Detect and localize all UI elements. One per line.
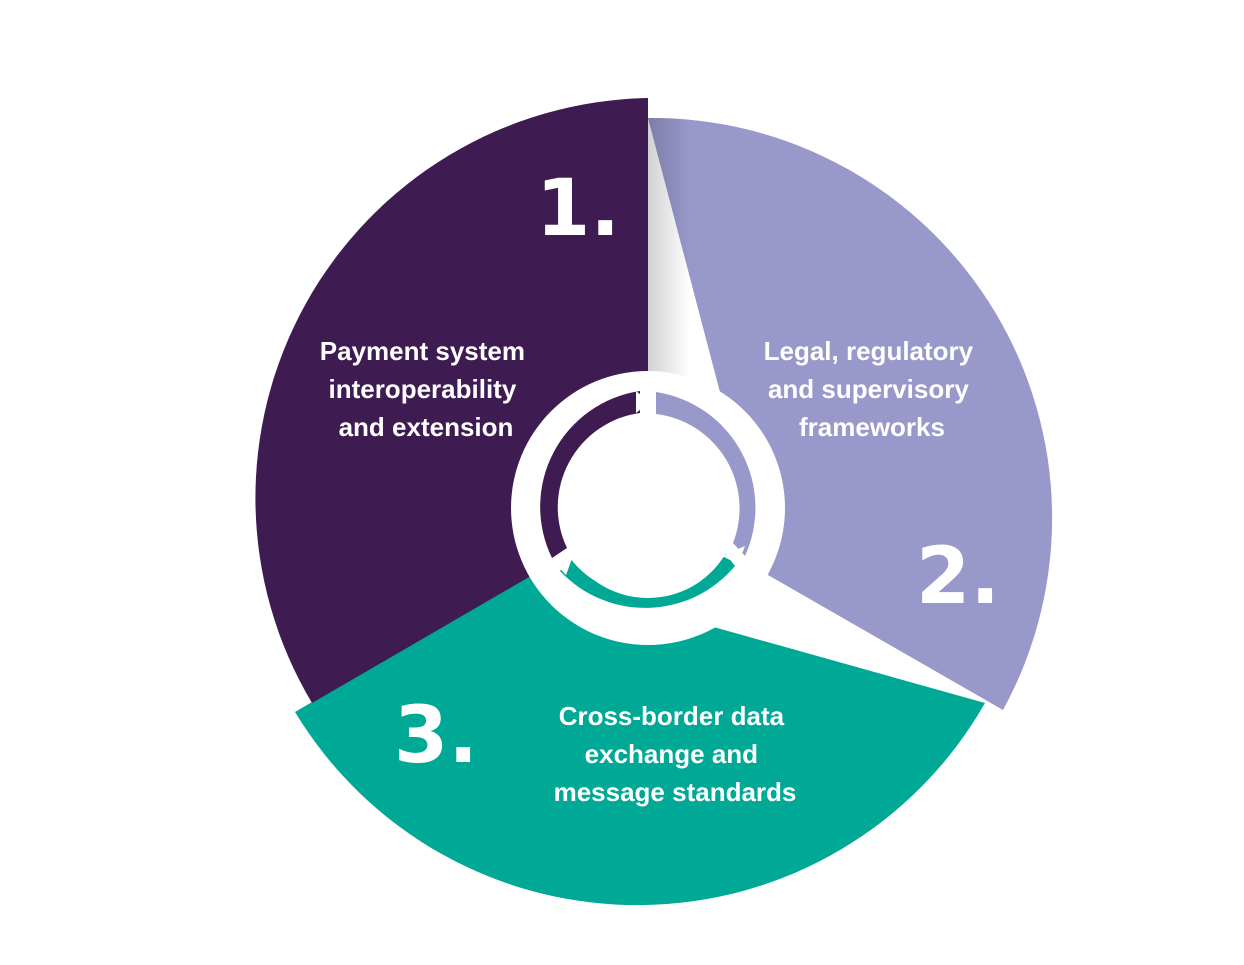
segment-3-label-line-1: Cross-border data: [559, 701, 785, 731]
cycle-arc-3: [560, 553, 735, 608]
segment-3: [295, 575, 985, 906]
arrow-head-2: [722, 546, 745, 564]
segment-1-label: Payment system interoperability and exte…: [320, 336, 532, 442]
arrow-head-3: [552, 556, 573, 575]
segment-3-wedge: [295, 575, 985, 906]
segment-2-label-line-1: Legal, regulatory: [764, 336, 974, 366]
center-hole: [558, 418, 738, 598]
segment-2-label-line-2: and supervisory: [768, 374, 969, 404]
segment-2-label-line-3: frameworks: [799, 412, 945, 442]
cycle-arc-1: [540, 391, 640, 558]
segment-1-label-line-3: and extension: [339, 412, 514, 442]
cycle-arc-2: [656, 392, 756, 556]
segment-3-label-line-2: exchange and: [585, 739, 758, 769]
cycle-arrows-icon: [511, 371, 785, 645]
segment-1-label-line-2: interoperability: [328, 374, 516, 404]
arrow-head-1: [636, 391, 650, 413]
segment-1-label-line-1: Payment system: [320, 336, 525, 366]
segment-2: [648, 117, 1053, 711]
segment-2-shadow: [648, 118, 690, 440]
segment-3-number: 3.: [394, 691, 478, 781]
segment-1-number: 1.: [536, 164, 620, 254]
segment-2-number: 2.: [916, 532, 1000, 622]
segment-2-label: Legal, regulatory and supervisory framew…: [764, 336, 981, 442]
segment-2-wedge: [648, 117, 1053, 711]
segment-3-label: Cross-border data exchange and message s…: [554, 701, 797, 807]
segment-3-label-line-3: message standards: [554, 777, 797, 807]
